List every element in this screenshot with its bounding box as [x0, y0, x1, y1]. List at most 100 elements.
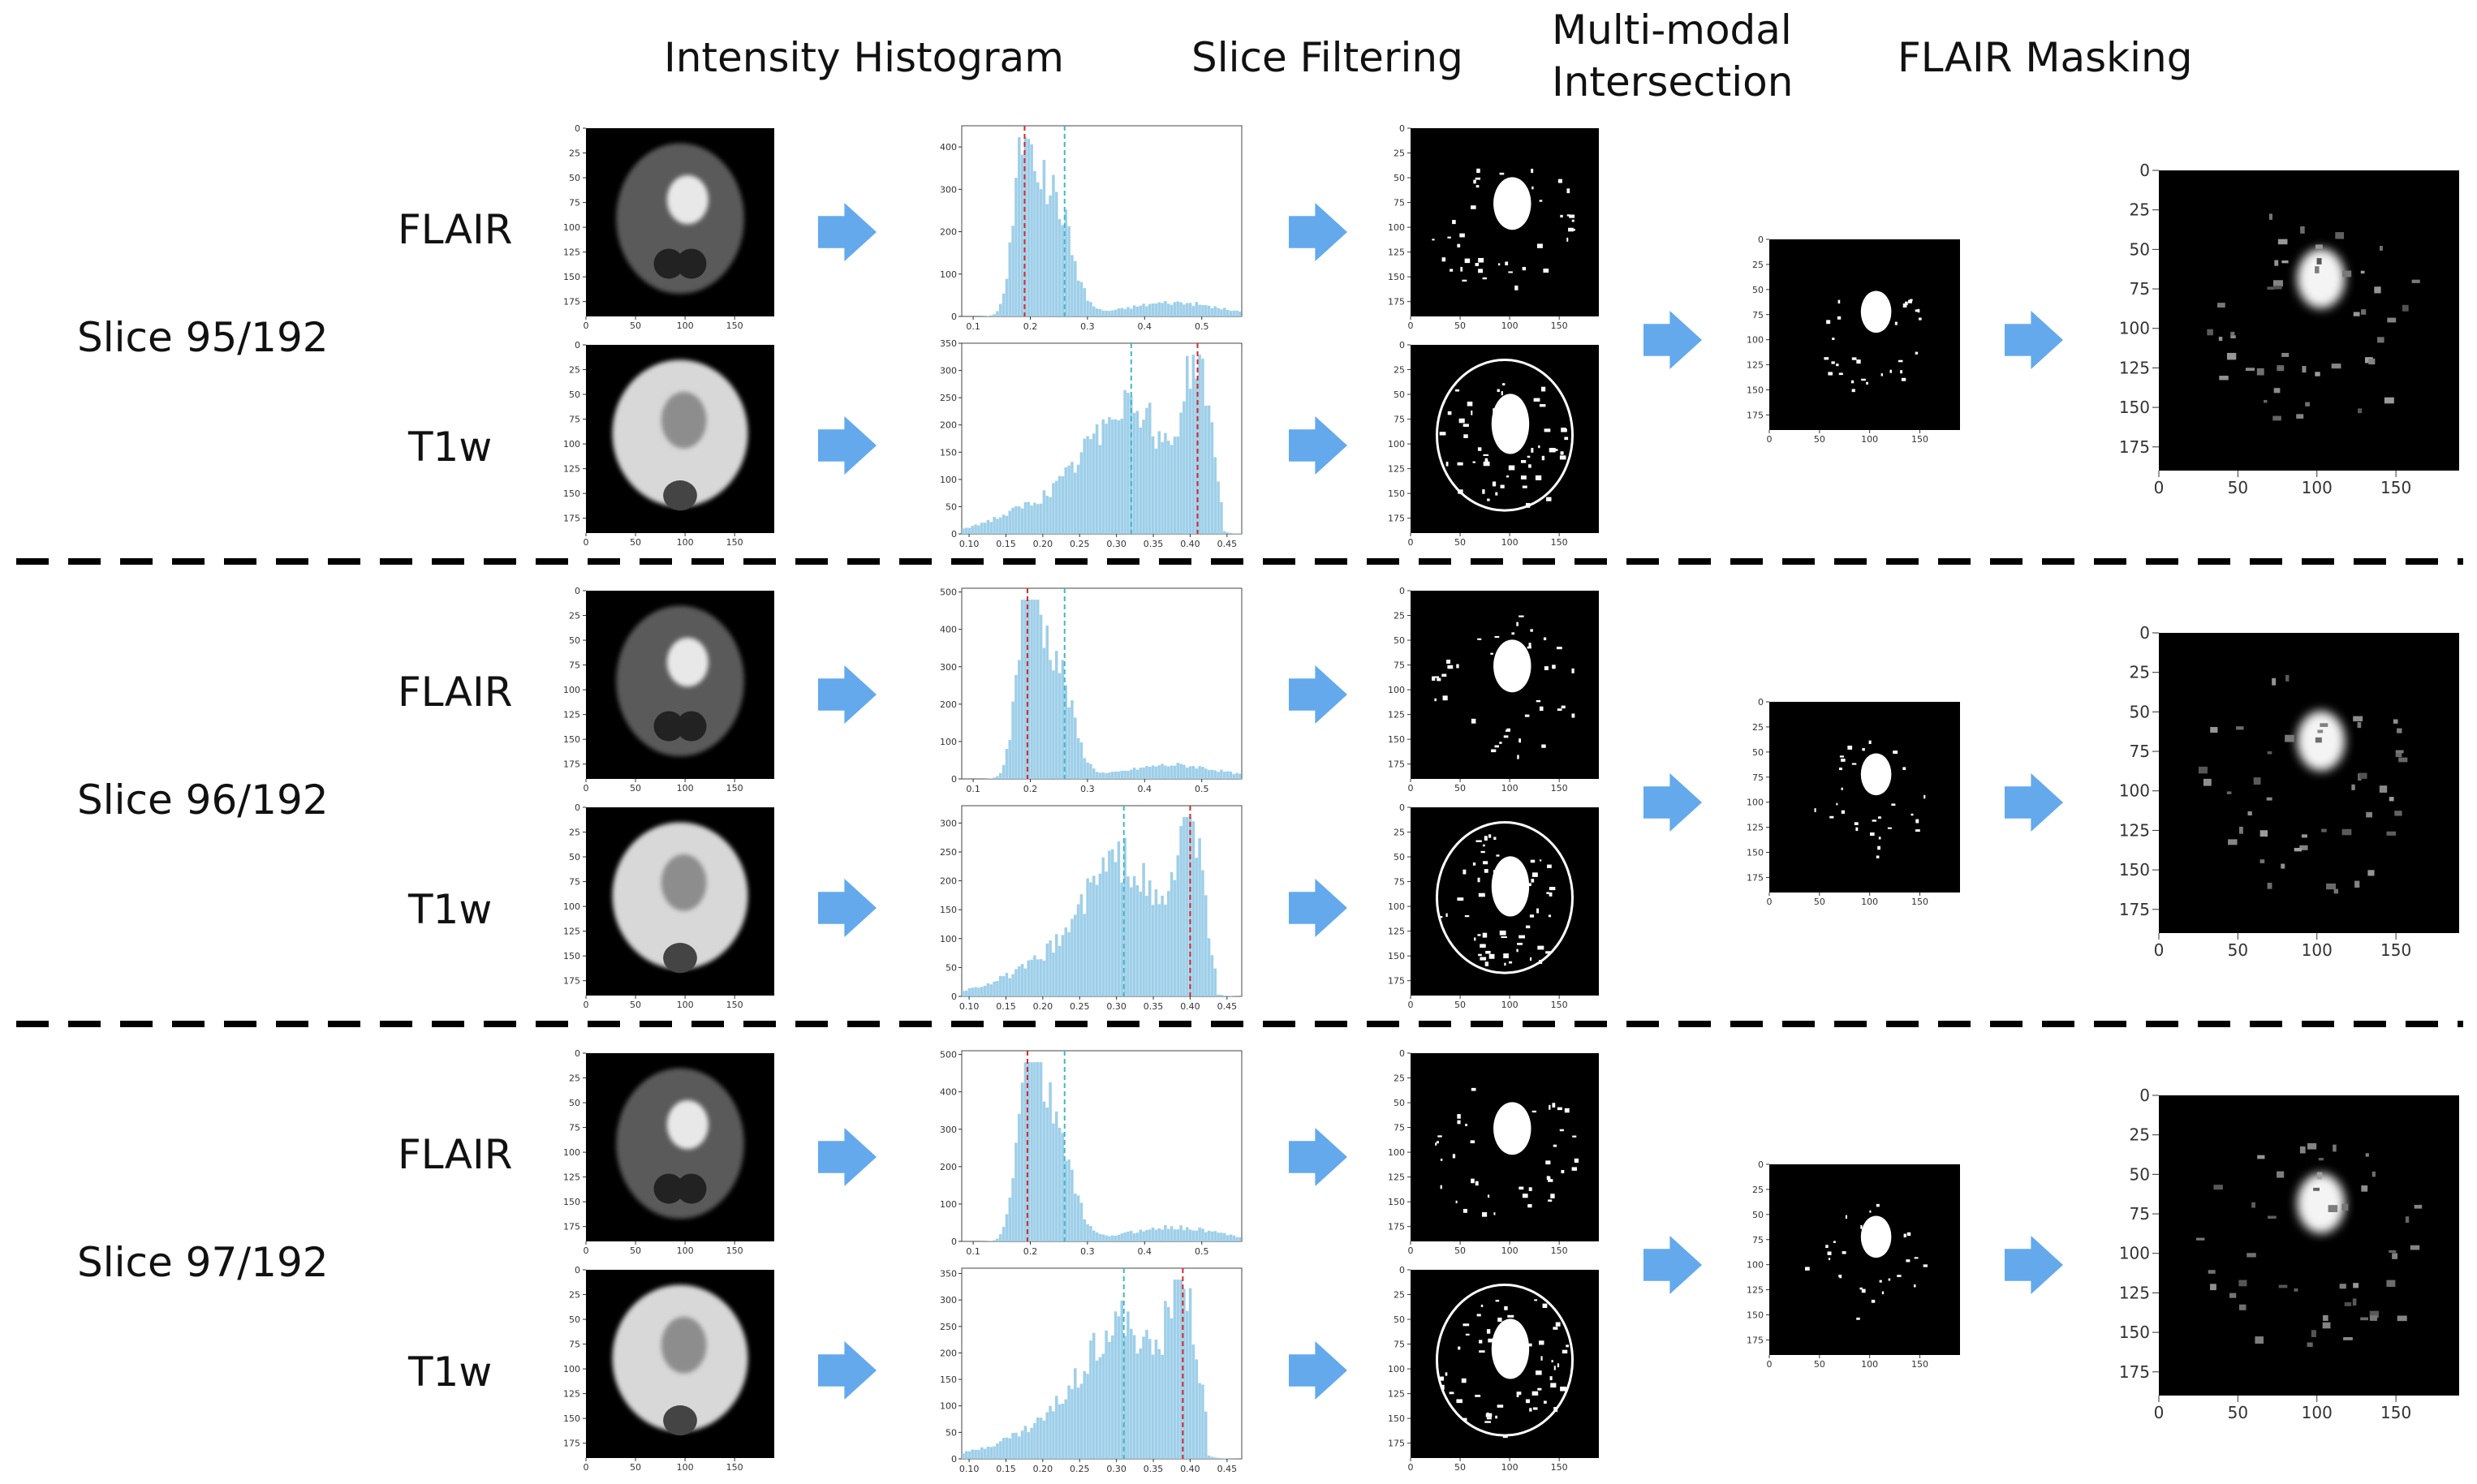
histogram-bar — [1154, 1229, 1158, 1241]
mask-speck — [1520, 475, 1527, 480]
hist-y-tick-label: 300 — [940, 366, 957, 376]
mask-speck — [1434, 676, 1440, 678]
histogram-bar — [1011, 226, 1014, 316]
histogram-bar — [1061, 1133, 1065, 1241]
header-histogram: Intensity Histogram — [664, 34, 1064, 81]
mask-blob — [1860, 1215, 1892, 1258]
image-x-tick-label: 150 — [726, 320, 743, 331]
mask-speck — [1504, 962, 1506, 966]
mask-speck — [2394, 811, 2402, 816]
image-y-tick-label: 75 — [1752, 1235, 1764, 1245]
mask-speck — [2281, 260, 2289, 264]
mask-speck — [1543, 1400, 1547, 1404]
hist-x-tick-label: 0.30 — [1106, 539, 1126, 549]
histogram-bar — [1086, 1374, 1089, 1459]
histogram-bar — [1120, 418, 1124, 534]
image-y-tick-label: 125 — [1388, 710, 1405, 720]
histogram-bar — [1229, 311, 1233, 316]
mask-speck — [1528, 883, 1531, 887]
hist-y-tick-label: 300 — [940, 1125, 957, 1135]
image-y-tick-label: 75 — [1394, 198, 1405, 209]
mask-speck — [1508, 271, 1513, 273]
hist-y-tick-label: 500 — [940, 587, 957, 598]
histogram-bar — [1018, 1436, 1021, 1459]
image-x-tick-label: 100 — [1861, 897, 1878, 907]
hist-y-tick-label: 150 — [940, 447, 957, 458]
histogram-frame — [961, 125, 1243, 317]
image-x-tick-label: 100 — [1501, 783, 1519, 794]
histogram-bar — [971, 1449, 975, 1459]
hist-x-tick-label: 0.3 — [1080, 321, 1095, 332]
histogram-bar — [1105, 1235, 1108, 1241]
histogram-bar — [1130, 1328, 1133, 1459]
mask-speck — [1549, 892, 1553, 897]
image-x-tick-label: 0 — [1408, 1462, 1414, 1473]
mask-speck — [1832, 338, 1835, 341]
histogram-bar — [1055, 651, 1058, 779]
histogram-bar — [1164, 432, 1167, 534]
image-y-tick-label: 150 — [1747, 1310, 1764, 1321]
histogram-bar — [1210, 308, 1214, 316]
image-y-tick-label: 0 — [575, 1265, 580, 1275]
mask-speck — [1471, 718, 1476, 724]
histogram-bar — [1132, 768, 1136, 779]
mask-speck — [2315, 372, 2320, 376]
mask-speck — [1457, 1114, 1461, 1119]
histogram-bar — [1089, 1225, 1092, 1241]
header-filtering: Slice Filtering — [1191, 34, 1463, 81]
image-x-tick-label: 0 — [1767, 434, 1773, 445]
image-y-tick-label: 0 — [2139, 161, 2150, 180]
image-x-tick-label: 100 — [677, 1245, 694, 1256]
mask-speck — [2273, 286, 2282, 290]
histogram-bar — [1132, 305, 1136, 316]
image-y-tick-label: 25 — [1394, 1073, 1405, 1084]
histogram-bar — [1108, 772, 1111, 779]
image-x-tick-label: 150 — [1551, 1000, 1568, 1010]
histogram-bar — [1204, 768, 1208, 779]
mask-blob — [2297, 248, 2346, 309]
image-x-tick-label: 0 — [2154, 940, 2165, 960]
image-y-tick-label: 0 — [2139, 1086, 2150, 1105]
mask-speck — [1539, 960, 1543, 965]
histogram-bar — [1139, 892, 1143, 996]
mask-speck — [1531, 872, 1538, 877]
histogram-bar — [1223, 1232, 1226, 1241]
mask-speck — [1851, 357, 1857, 360]
mask-speck — [1838, 1275, 1841, 1278]
hist-x-tick-label: 0.4 — [1138, 784, 1152, 794]
mask-speck — [1515, 187, 1521, 191]
hist-y-tick-label: 50 — [946, 1427, 957, 1438]
slice-rows: Slice 95/192FLAIRT1w02550751001251501750… — [77, 123, 2459, 1474]
histogram-bar — [1164, 1301, 1167, 1459]
image-y-tick-label: 175 — [1388, 514, 1405, 524]
histogram-bar — [999, 772, 1002, 779]
histogram-bar — [1005, 973, 1009, 996]
hist-y-tick-label: 0 — [951, 1237, 957, 1247]
mask-speck — [1549, 447, 1556, 453]
histogram-bar — [1008, 978, 1012, 996]
mask-speck — [2257, 1155, 2265, 1159]
mask-speck — [1564, 437, 1569, 441]
mask-speck — [1441, 673, 1447, 677]
mask-speck — [2368, 358, 2376, 365]
mask-speck — [1923, 794, 1926, 799]
mask-speck — [1522, 267, 1527, 271]
image-y-tick-label: 100 — [1388, 439, 1405, 450]
hist-x-tick-label: 0.45 — [1217, 1464, 1238, 1474]
histogram-bar — [1182, 304, 1186, 316]
histogram-bar — [1229, 771, 1233, 779]
image-y-tick-label: 175 — [563, 1222, 580, 1232]
histogram-bar — [999, 1441, 1002, 1459]
hist-x-tick-label: 0.30 — [1106, 1464, 1126, 1474]
tumor-shape — [661, 854, 707, 911]
histogram-bar — [1105, 772, 1108, 779]
mask-speck — [1506, 728, 1510, 732]
mask-speck — [2389, 797, 2394, 802]
mask-speck — [1486, 1412, 1489, 1415]
flow-arrow-icon — [818, 1341, 877, 1400]
flow-arrow-icon — [2005, 311, 2063, 369]
mask-speck — [2405, 1216, 2410, 1224]
histogram-bar — [1176, 437, 1180, 534]
hist-y-tick-label: 0 — [951, 1454, 957, 1465]
